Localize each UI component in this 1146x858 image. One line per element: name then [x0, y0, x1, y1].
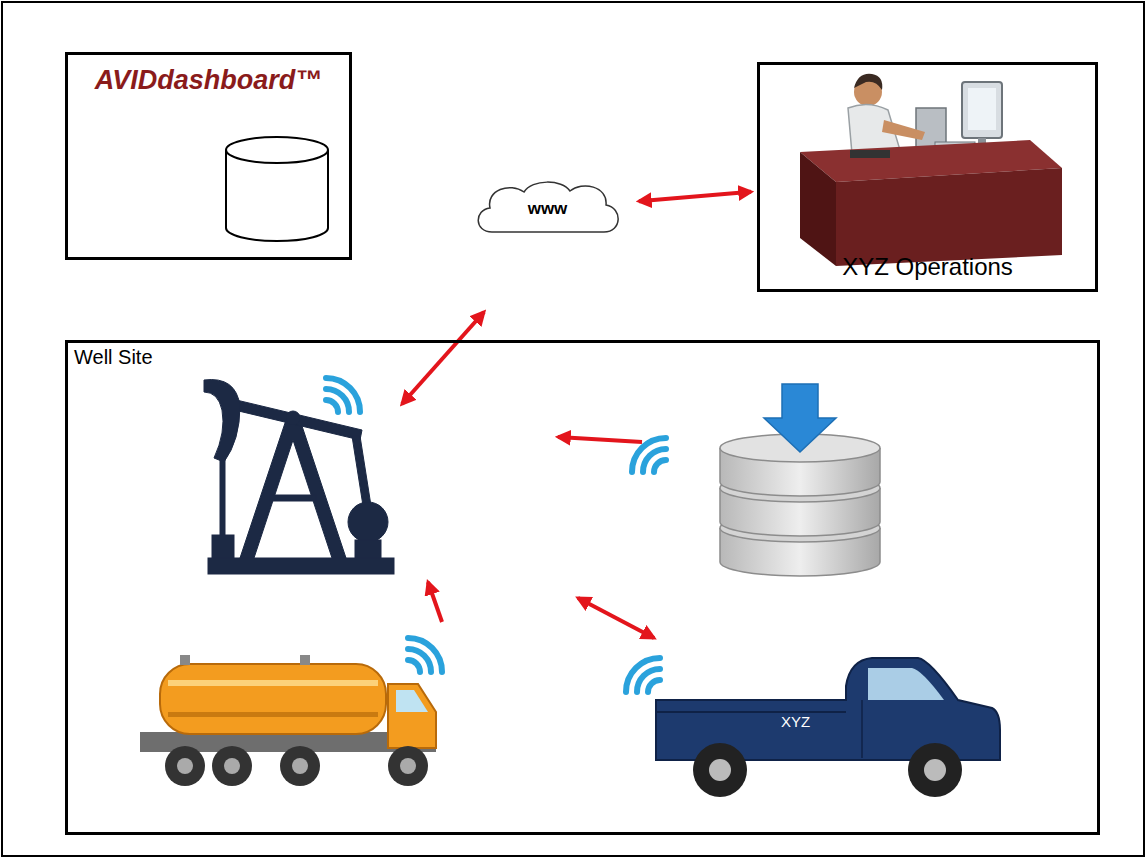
database-icon — [226, 137, 328, 241]
link-arrows — [402, 312, 654, 638]
operator-desk-icon — [800, 74, 1062, 266]
pump-jack-icon — [204, 380, 394, 574]
node-text: www — [528, 199, 568, 219]
internet-cloud: www — [470, 178, 625, 240]
connector-arrow — [639, 192, 751, 201]
wifi-icon — [626, 658, 660, 692]
storage-tank-icon — [720, 384, 880, 576]
node-text: XYZ Operations — [842, 253, 1013, 281]
well-site-box: Well Site — [65, 340, 1100, 835]
truck-logo-text: XYZ — [781, 713, 810, 730]
node-text: Well Site — [74, 346, 153, 369]
dashboard-box: AVIDdashboard™ — [65, 52, 352, 260]
node-text: AVIDdashboard™ — [95, 65, 323, 96]
operations-box: XYZ Operations — [757, 62, 1098, 292]
wifi-icon — [408, 638, 442, 672]
pickup-truck-icon — [656, 658, 1000, 797]
wifi-icon — [326, 378, 360, 412]
tanker-truck-icon — [140, 655, 436, 786]
